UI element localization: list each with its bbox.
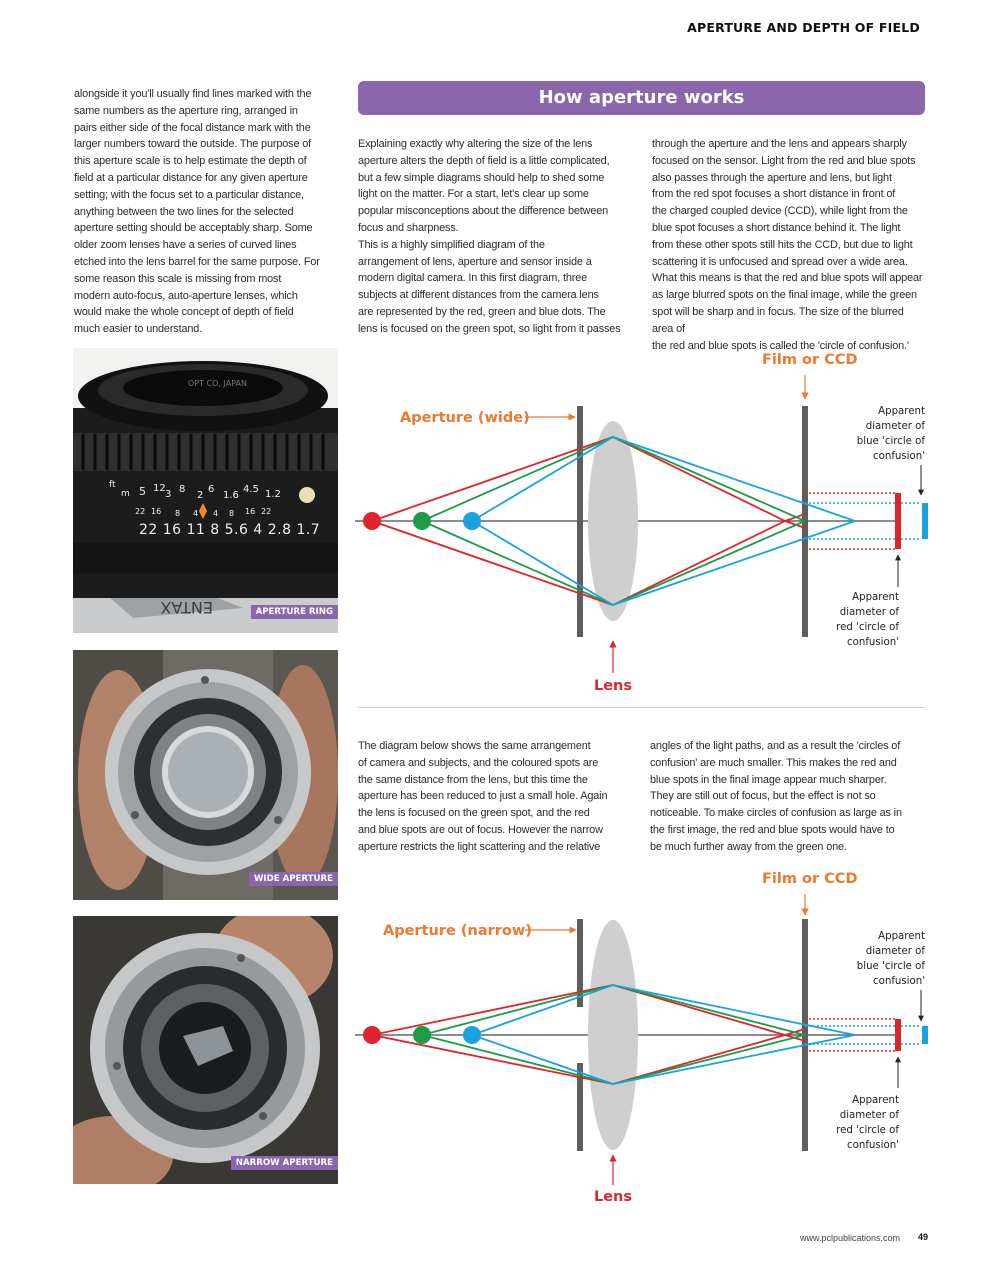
camera-body-lettering: ENTAX [160, 598, 213, 617]
aperture-fnumber-scale: 22 16 11 8 5.6 4 2.8 1.7 [139, 522, 320, 538]
dof-mark-22-left: 22 [135, 507, 145, 516]
aperture-narrow-label: Aperture (narrow) [383, 923, 532, 939]
blue-circle-label-line3: blue 'circle of [857, 436, 926, 447]
aperture-wide-label: Aperture (wide) [400, 410, 530, 426]
red-circle-label-line2: diameter of [840, 1110, 900, 1121]
red-circle-label-line1: Apparent [852, 592, 899, 603]
lens-label: Lens [594, 1189, 632, 1205]
middle-column-1: The diagram below shows the same arrange… [358, 740, 608, 853]
distance-unit-ft: ft [109, 480, 116, 490]
film-ccd-label: Film or CCD [762, 352, 857, 368]
narrow-aperture-diagram: Film or CCD Aperture (narrow) [355, 863, 930, 1208]
red-circle-label-line2: diameter of [840, 607, 900, 618]
film-ccd-label: Film or CCD [762, 871, 857, 887]
how-aperture-works-banner: How aperture works [358, 81, 925, 115]
aperture-blade [577, 406, 583, 637]
wide-aperture-diagram: Film or CCD Aperture (wide) Appar [355, 343, 930, 698]
dof-mark-8-left: 8 [175, 509, 180, 518]
lens-brand-text: OPT CO, JAPAN [188, 379, 247, 388]
blue-circle-label-line1: Apparent [878, 931, 925, 942]
section-title: APERTURE AND DEPTH OF FIELD [687, 20, 920, 35]
blue-circle-label-line1: Apparent [878, 406, 925, 417]
blue-circle-label-line3: blue 'circle of [857, 961, 926, 972]
red-circle-label-line4: confusion' [847, 1140, 899, 1151]
dof-mark-16-left: 16 [151, 507, 161, 516]
intro-column-1: Explaining exactly why altering the size… [358, 138, 621, 335]
aperture-ring-photo: OPT CO, JAPAN ft m 5 12 3 8 2 6 1.6 4.5 … [73, 348, 338, 633]
distance-1-2: 1.2 [265, 489, 281, 500]
red-circle-label-line4: confusion' [847, 637, 899, 648]
blue-circle-label-line2: diameter of [866, 421, 926, 432]
red-circle-label-line1: Apparent [852, 1095, 899, 1106]
photo-caption: NARROW APERTURE [230, 1156, 338, 1170]
aperture-blade-lower [577, 1063, 583, 1151]
section-divider [358, 707, 925, 708]
footer-url[interactable]: www.pclpublications.com [799, 1233, 900, 1243]
blue-circle-label-line2: diameter of [866, 946, 926, 957]
dof-mark-22-right: 22 [261, 507, 271, 516]
dof-mark-8-right: 8 [229, 509, 234, 518]
left-column-text: alongside it you'll usually find lines m… [74, 88, 320, 336]
photo-caption: WIDE APERTURE [248, 872, 338, 886]
distance-1-6: 1.6 [223, 490, 239, 501]
distance-5: 5 [139, 485, 146, 498]
distance-2: 2 [197, 490, 203, 501]
page-number: 49 [918, 1232, 929, 1242]
lens-label: Lens [594, 678, 632, 694]
narrow-aperture-photo: NARROW APERTURE [73, 916, 338, 1184]
distance-6: 6 [208, 484, 214, 495]
photo-caption: APERTURE RING [250, 605, 338, 619]
distance-8: 8 [179, 484, 185, 495]
distance-12: 12 [153, 483, 166, 494]
distance-3: 3 [165, 489, 171, 500]
dof-mark-4-right: 4 [213, 509, 218, 518]
red-circle-label-line3: red 'circle of [836, 622, 899, 633]
red-circle-label-line3: red 'circle of [836, 1125, 899, 1136]
wide-aperture-photo: WIDE APERTURE [73, 650, 338, 900]
distance-unit-m: m [121, 489, 130, 499]
blue-circle-label-line4: confusion' [873, 451, 925, 462]
intro-column-2: through the aperture and the lens and ap… [652, 138, 923, 352]
aperture-blade-upper [577, 919, 583, 1007]
dof-mark-16-right: 16 [245, 507, 255, 516]
blue-circle-label-line4: confusion' [873, 976, 925, 987]
middle-column-2: angles of the light paths, and as a resu… [650, 740, 902, 853]
distance-4-5: 4.5 [243, 484, 259, 495]
dof-mark-4-left: 4 [193, 509, 198, 518]
